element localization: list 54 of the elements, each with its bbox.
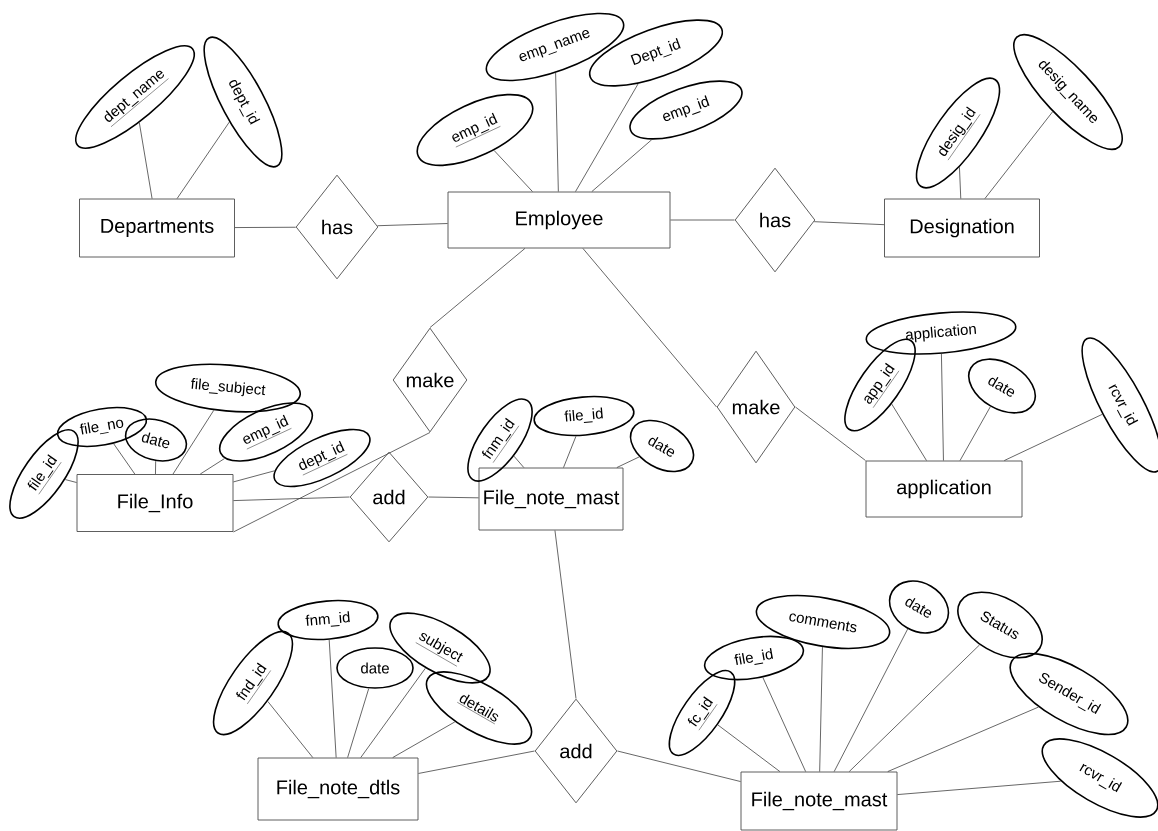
connector-line: [762, 677, 807, 772]
connector-line: [897, 780, 1062, 795]
connector-line: [941, 353, 944, 461]
entity-box: Departments: [79, 198, 235, 258]
connector-line: [233, 496, 350, 501]
connector-line: [833, 628, 909, 772]
connector-line: [234, 226, 297, 228]
entity-box: File_note_mast: [740, 771, 898, 831]
connector-line: [155, 460, 157, 475]
connector-line: [267, 701, 314, 758]
entity-box: File_note_mast: [478, 467, 624, 531]
connector-line: [1003, 413, 1103, 461]
connector-line: [64, 479, 77, 483]
connector-line: [347, 688, 370, 758]
connector-line: [616, 456, 640, 468]
connector-line: [429, 248, 526, 328]
connector-line: [959, 406, 991, 461]
connector-line: [513, 455, 525, 468]
connector-line: [717, 724, 781, 772]
connector-line: [493, 150, 533, 192]
connector-line: [848, 644, 980, 772]
connector-line: [199, 458, 226, 475]
connector-line: [795, 406, 866, 461]
connector-line: [377, 223, 448, 227]
entity-box: File_note_dtls: [257, 757, 419, 821]
connector-line: [591, 139, 653, 192]
connector-line: [554, 530, 577, 699]
connector-line: [138, 122, 153, 199]
connector-line: [563, 435, 577, 468]
connector-line: [233, 470, 276, 483]
connector-line: [670, 219, 735, 221]
connector-line: [428, 496, 479, 499]
connector-line: [959, 166, 962, 199]
connector-line: [328, 639, 337, 758]
connector-line: [891, 403, 927, 461]
entity-box: application: [865, 460, 1023, 518]
entity-box: Designation: [884, 198, 1040, 258]
entity-box: Employee: [447, 191, 671, 249]
connector-line: [233, 432, 431, 533]
connector-line: [172, 409, 215, 475]
connector-line: [360, 667, 426, 758]
connector-line: [575, 83, 639, 192]
connector-line: [555, 72, 559, 192]
connector-line: [113, 443, 136, 475]
connector-line: [582, 248, 717, 408]
connector-line: [819, 646, 823, 772]
connector-line: [887, 706, 1039, 772]
connector-line: [984, 111, 1053, 199]
connector-line: [617, 750, 741, 782]
connector-line: [418, 750, 535, 774]
connector-line: [813, 221, 885, 226]
connector-line: [176, 121, 230, 199]
entity-box: File_Info: [76, 474, 234, 532]
connector-line: [392, 721, 456, 758]
